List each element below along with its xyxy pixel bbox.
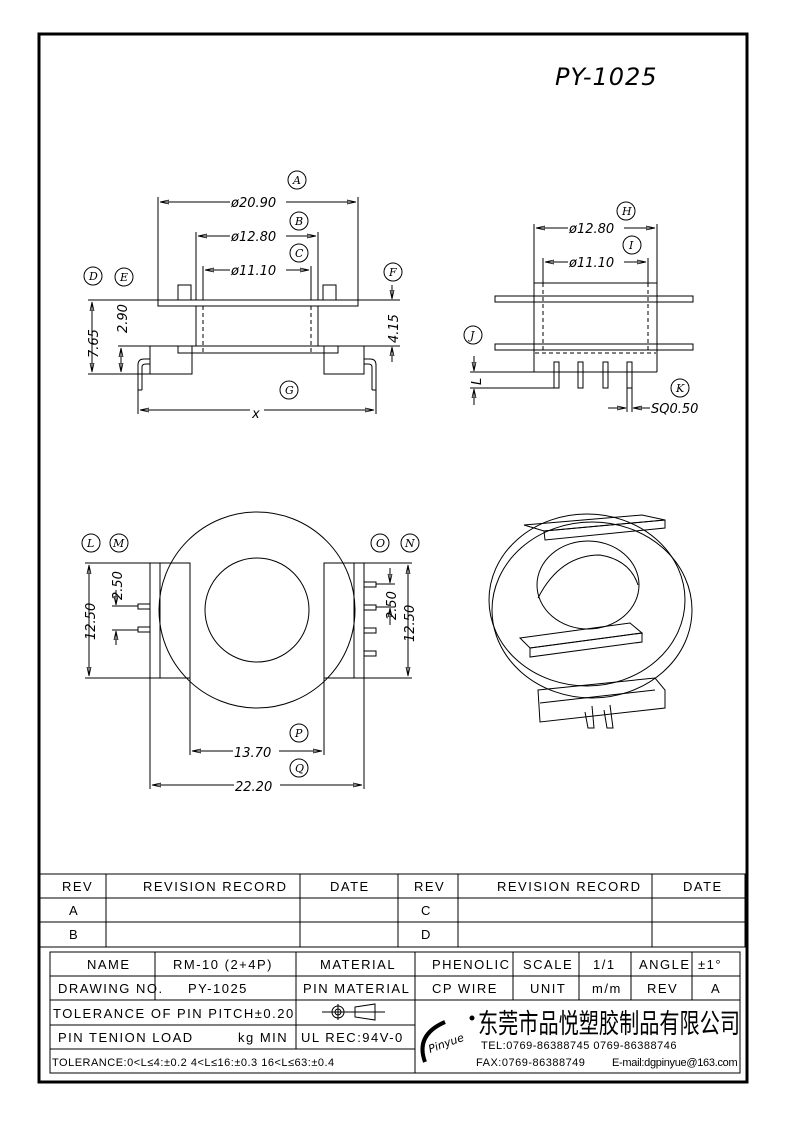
dim-l: 12.50	[84, 603, 99, 640]
drawing-no-value: PY-1025	[188, 981, 248, 996]
pin-pitch-tolerance: TOLERANCE OF PIN PITCH±0.20	[53, 1006, 295, 1021]
revision-record-header-1: REVISION RECORD	[143, 879, 288, 894]
dim-n: 12.50	[403, 605, 418, 642]
pin-load-unit: kg MIN	[238, 1030, 288, 1045]
label-g: G	[285, 384, 294, 397]
name-label: NAME	[87, 957, 131, 972]
label-i: I	[628, 239, 634, 252]
rev-label: REV	[647, 981, 678, 996]
dim-j: L	[470, 378, 485, 385]
rev-a: A	[69, 903, 79, 918]
pin-load-label: PIN TENION LOAD	[58, 1030, 194, 1045]
angle-label: ANGLE	[639, 957, 691, 972]
rev-c: C	[421, 903, 432, 918]
label-j: J	[468, 329, 475, 342]
pin-material-label: PIN MATERIAL	[303, 981, 410, 996]
pin-material-value: CP WIRE	[432, 981, 498, 996]
side-view: SQ0.50 L ø12.80 ø11.10 H I J K	[463, 201, 698, 417]
label-n: N	[404, 537, 415, 550]
revision-table: REV REVISION RECORD DATE REV REVISION RE…	[39, 873, 746, 948]
sheet-border	[37, 32, 749, 1084]
label-b: B	[294, 215, 303, 228]
material-value: PHENOLIC	[432, 957, 510, 972]
top-view: 12.50 2.50 12.50 2.50 13.70 22.20 L M N …	[81, 511, 420, 795]
ul-rec: UL REC:94V-0	[301, 1030, 404, 1045]
label-k: K	[675, 382, 685, 395]
unit-value: m/m	[592, 981, 622, 996]
logo-text: Pinyue	[427, 1031, 466, 1056]
dim-k: SQ0.50	[651, 402, 698, 417]
company-tel: TEL:0769-86388745 0769-86388746	[481, 1040, 677, 1052]
dim-m: 2.50	[111, 571, 126, 600]
company-name: 东莞市品悦塑胶制品有限公司	[478, 1009, 740, 1040]
dim-a: ø20.90	[230, 196, 276, 211]
drawing-no-label: DRAWING NO.	[58, 981, 164, 996]
dim-d: 7.65	[87, 329, 102, 358]
label-e: E	[119, 271, 128, 284]
label-o: O	[376, 537, 385, 550]
label-a: A	[292, 174, 301, 187]
label-l: L	[86, 537, 94, 550]
date-header-1: DATE	[330, 879, 370, 894]
rev-d: D	[421, 927, 432, 942]
projection-symbol-icon	[322, 1003, 385, 1021]
label-f: F	[388, 266, 397, 279]
dim-o: 2.50	[385, 591, 400, 620]
rev-header-1: REV	[62, 879, 93, 894]
date-header-2: DATE	[683, 879, 723, 894]
rev-value: A	[711, 981, 721, 996]
dim-h: ø12.80	[568, 222, 614, 237]
company-email: E-mail:dgpinyue@163.com	[612, 1057, 737, 1069]
name-value: RM-10 (2+4P)	[173, 957, 273, 972]
tolerance-note: TOLERANCE:0<L≤4:±0.2 4<L≤16:±0.3 16<L≤63…	[52, 1057, 335, 1069]
unit-label: UNIT	[530, 981, 566, 996]
label-c: C	[295, 247, 304, 260]
label-q: Q	[295, 762, 304, 775]
dim-g: x	[251, 407, 260, 422]
scale-label: SCALE	[523, 957, 573, 972]
pinyue-logo: Pinyue	[420, 1015, 475, 1063]
isometric-view	[488, 513, 693, 729]
title-block: NAME RM-10 (2+4P) MATERIAL PHENOLIC SCAL…	[49, 951, 741, 1074]
dim-e: 2.90	[116, 304, 131, 333]
rev-header-2: REV	[414, 879, 445, 894]
dim-p: 13.70	[234, 746, 271, 761]
dim-f: 4.15	[387, 314, 402, 343]
label-p: P	[294, 727, 303, 740]
angle-value: ±1°	[698, 957, 722, 972]
front-view: ø20.90 ø12.80 ø11.10 7.65 2.90 4.15 x A …	[83, 170, 403, 422]
dim-c: ø11.10	[230, 264, 276, 279]
dim-q: 22.20	[235, 780, 272, 795]
label-d: D	[88, 270, 98, 283]
rev-b: B	[69, 927, 79, 942]
dim-i: ø11.10	[568, 256, 614, 271]
company-fax: FAX:0769-86388749	[476, 1057, 585, 1069]
dim-b: ø12.80	[230, 230, 276, 245]
scale-value: 1/1	[593, 957, 616, 972]
label-m: M	[112, 537, 125, 550]
label-h: H	[621, 205, 632, 218]
revision-record-header-2: REVISION RECORD	[497, 879, 642, 894]
material-label: MATERIAL	[320, 957, 396, 972]
drawing-title: PY-1025	[555, 63, 658, 91]
